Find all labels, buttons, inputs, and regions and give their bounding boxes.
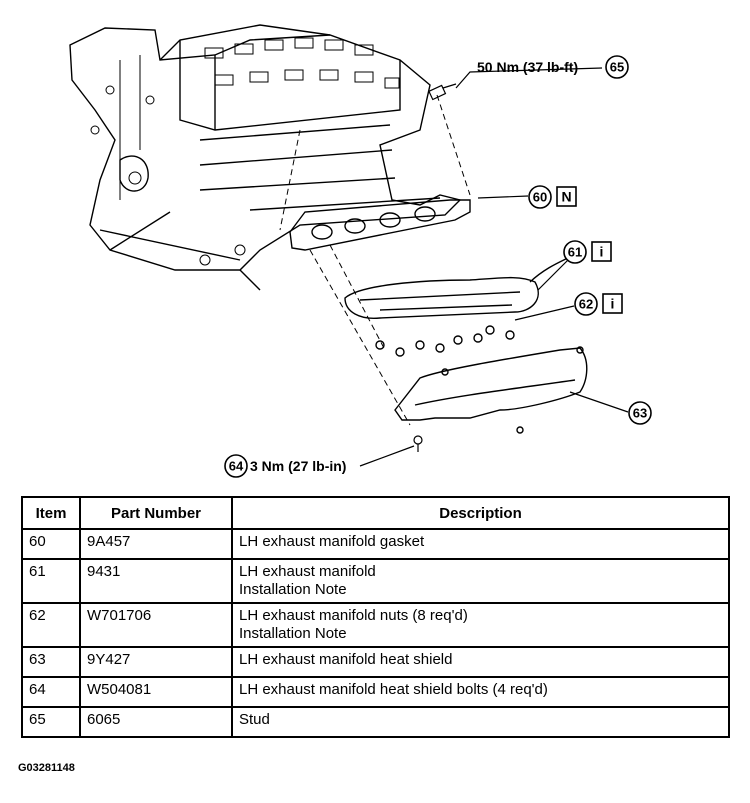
table-row: 62 W701706 LH exhaust manifold nuts (8 r…: [21, 602, 730, 648]
heat-shield: [394, 346, 588, 434]
callout-64-torque: 3 Nm (27 lb-in): [250, 458, 346, 474]
callout-64-number: 64: [229, 459, 244, 474]
callout-61-bubble: [563, 240, 587, 264]
engine-block: [69, 24, 462, 291]
callout-61-box: [591, 241, 612, 262]
desc-line: LH exhaust manifold: [239, 563, 376, 580]
figure-id: G03281148: [18, 762, 75, 774]
cell-item: 60: [21, 528, 81, 560]
desc-line: LH exhaust manifold gasket: [239, 533, 425, 550]
callout-60-bubble: [528, 185, 552, 209]
table-row: 64 W504081 LH exhaust manifold heat shie…: [21, 676, 730, 708]
cell-desc: LH exhaust manifold nuts (8 req'd)Instal…: [231, 602, 730, 648]
table-header-row: Item Part Number Description: [21, 496, 730, 530]
desc-line: LH exhaust manifold heat shield: [239, 651, 453, 668]
callout-65-bubble: [605, 55, 629, 79]
desc-line: LH exhaust manifold heat shield bolts (4…: [239, 681, 548, 698]
header-item: Item: [21, 496, 81, 530]
manifold-nuts: [375, 325, 515, 357]
exhaust-manifold-gasket: [289, 199, 471, 251]
cell-item: 61: [21, 558, 81, 604]
cell-desc: LH exhaust manifold gasket: [231, 528, 730, 560]
cell-desc: Stud: [231, 706, 730, 738]
cell-item: 62: [21, 602, 81, 648]
cell-item: 64: [21, 676, 81, 708]
header-description: Description: [231, 496, 730, 530]
callout-65-number: 65: [610, 60, 624, 75]
cell-part: 9Y427: [79, 646, 233, 678]
callout-60-number: 60: [533, 190, 547, 205]
callout-61-box-letter: i: [600, 244, 604, 260]
desc-note: Installation Note: [239, 625, 347, 642]
stud: [428, 83, 457, 101]
callout-65-torque: 50 Nm (37 lb-ft): [477, 59, 578, 75]
cell-item: 63: [21, 646, 81, 678]
callout-60-box: [556, 186, 577, 207]
cell-desc: LH exhaust manifold heat shield bolts (4…: [231, 676, 730, 708]
parts-table: Item Part Number Description 60 9A457 LH…: [21, 496, 730, 738]
desc-line: Stud: [239, 711, 270, 728]
table-row: 65 6065 Stud: [21, 706, 730, 738]
desc-note: Installation Note: [239, 581, 347, 598]
exhaust-manifold: [344, 255, 573, 319]
callout-62-bubble: [574, 292, 598, 316]
callout-62-box: [602, 293, 623, 314]
callout-60-box-letter: N: [561, 189, 571, 205]
cell-part: 6065: [79, 706, 233, 738]
table-row: 60 9A457 LH exhaust manifold gasket: [21, 528, 730, 560]
dashed-guides: [279, 94, 471, 426]
leader-lines: [359, 67, 629, 467]
table-row: 63 9Y427 LH exhaust manifold heat shield: [21, 646, 730, 678]
header-part-number: Part Number: [79, 496, 233, 530]
callout-63-bubble: [628, 401, 652, 425]
callout-62-box-letter: i: [611, 296, 615, 312]
cell-part: W701706: [79, 602, 233, 648]
cell-item: 65: [21, 706, 81, 738]
callout-61-number: 61: [568, 245, 582, 260]
callout-62-number: 62: [579, 297, 593, 312]
callout-64-bubble: [224, 454, 248, 478]
callout-63-number: 63: [633, 406, 647, 421]
cell-desc: LH exhaust manifold heat shield: [231, 646, 730, 678]
exploded-diagram: 50 Nm (37 lb-ft) 65 60 N 61 i 62 i 63 64…: [69, 24, 652, 478]
desc-line: LH exhaust manifold nuts (8 req'd): [239, 607, 468, 624]
heat-shield-bolt: [413, 435, 423, 452]
cell-part: 9431: [79, 558, 233, 604]
cell-part: W504081: [79, 676, 233, 708]
cell-part: 9A457: [79, 528, 233, 560]
